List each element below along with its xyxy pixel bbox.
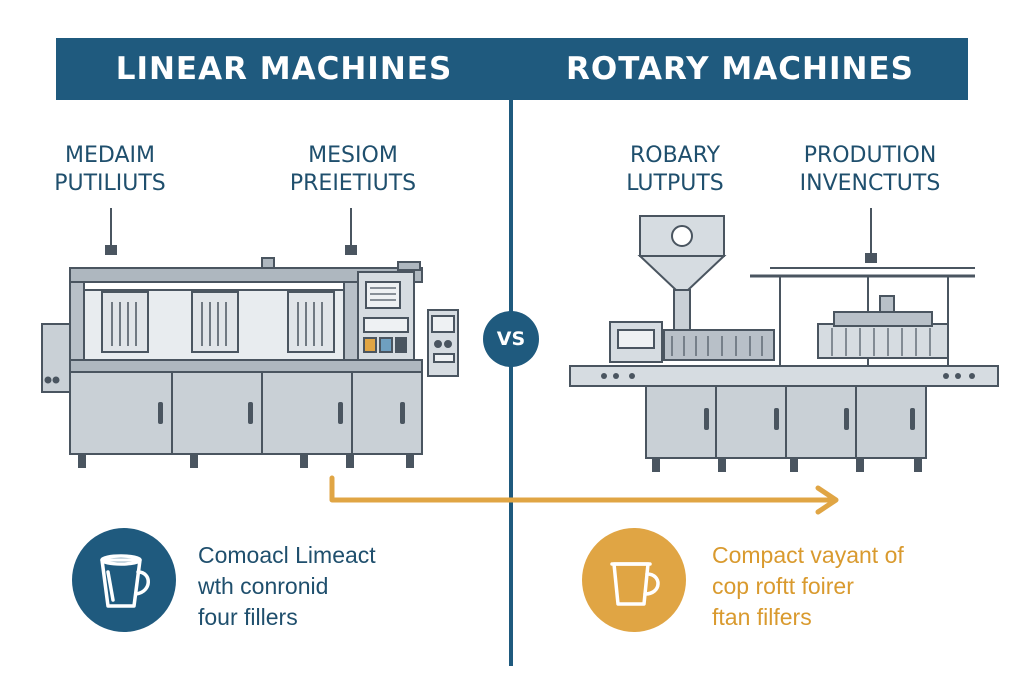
rotary-label-2: PRODUTION INVENCTUTS	[785, 142, 955, 198]
linear-machines-title: LINEAR MACHINES	[115, 51, 453, 87]
linear-icon-circle	[72, 528, 176, 632]
rotary-caption-line2: cop roftt foirer	[712, 573, 854, 599]
linear-machine	[41, 208, 459, 468]
rotary-machine	[569, 208, 999, 472]
linear-caption: Comoacl Limeact wth conronid four filler…	[198, 540, 376, 633]
center-divider	[509, 100, 513, 666]
flow-arrow	[329, 475, 839, 515]
linear-caption-line3: four fillers	[198, 604, 298, 630]
rotary-machines-title: ROTARY MACHINES	[566, 51, 914, 87]
linear-label-1: MEDAIM PUTILIUTS	[40, 142, 180, 198]
rotary-caption-line3: ftan filfers	[712, 604, 812, 630]
vs-badge: VS	[483, 311, 539, 367]
rotary-caption-line1: Compact vayant of	[712, 542, 904, 568]
rotary-label-2-line2: INVENCTUTS	[799, 171, 941, 196]
linear-label-2: MESIOM PREIETIUTS	[268, 142, 438, 198]
cup-icon	[100, 554, 150, 608]
linear-label-1-line2: PUTILIUTS	[54, 171, 166, 196]
rotary-label-2-line1: PRODUTION	[803, 143, 937, 168]
linear-label-1-line1: MEDAIM	[65, 143, 155, 168]
linear-label-2-line2: PREIETIUTS	[289, 171, 417, 196]
rotary-icon-circle	[582, 528, 686, 632]
cup-icon	[610, 562, 660, 606]
rotary-label-1-line1: ROBARY	[629, 143, 721, 168]
linear-caption-line1: Comoacl Limeact	[198, 542, 376, 568]
linear-label-2-line1: MESIOM	[308, 143, 398, 168]
rotary-caption: Compact vayant of cop roftt foirer ftan …	[712, 540, 904, 633]
rotary-label-1: ROBARY LUTPUTS	[600, 142, 750, 198]
rotary-label-1-line2: LUTPUTS	[626, 171, 724, 196]
linear-caption-line2: wth conronid	[198, 573, 329, 599]
header-bar: LINEAR MACHINES ROTARY MACHINES	[56, 38, 968, 100]
